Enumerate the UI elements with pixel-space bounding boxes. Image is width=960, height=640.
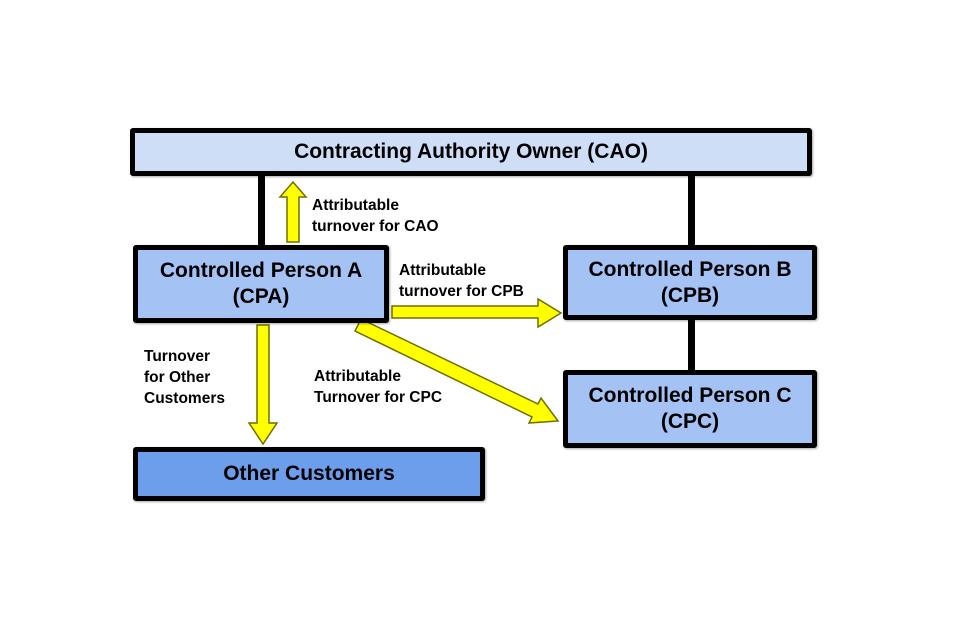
- box-contracting-authority-owner: Contracting Authority Owner (CAO): [130, 128, 812, 176]
- label-attributable-turnover-cpc: Attributable Turnover for CPC: [314, 368, 443, 406]
- connector-cao-to-cpa: [258, 176, 265, 247]
- box-controlled-person-a: Controlled Person A (CPA): [133, 245, 389, 323]
- arrow-cpa-to-cpc-icon: [353, 318, 560, 424]
- connector-cao-to-cpb: [688, 176, 695, 247]
- label-attributable-turnover-cao: Attributable turnover for CAO: [312, 197, 439, 235]
- arrow-cpa-to-cpb-icon: [391, 297, 563, 329]
- arrow-cpa-to-cao-icon: [278, 180, 308, 243]
- label-turnover-other-customers: Turnover for Other Customers: [144, 348, 225, 407]
- box-controlled-person-b: Controlled Person B (CPB): [563, 245, 817, 320]
- arrow-cpa-to-other-icon: [247, 324, 279, 446]
- box-other-customers: Other Customers: [133, 447, 485, 501]
- connector-cpb-to-cpc: [688, 318, 695, 372]
- label-attributable-turnover-cpb: Attributable turnover for CPB: [399, 262, 524, 300]
- box-controlled-person-c: Controlled Person C (CPC): [563, 370, 817, 448]
